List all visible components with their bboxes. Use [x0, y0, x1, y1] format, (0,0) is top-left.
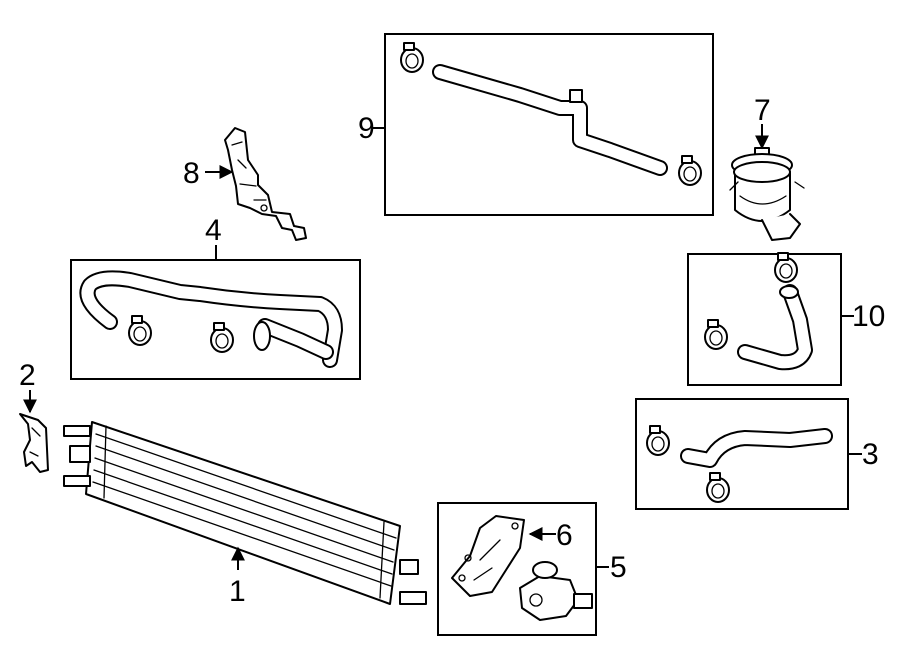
reservoir-mount	[761, 213, 801, 241]
cooler-core	[85, 421, 401, 605]
electric-pump	[519, 575, 579, 621]
callout-6: 6	[556, 519, 573, 552]
hose-9-box	[384, 33, 714, 216]
hose-9-panel: 9	[358, 33, 714, 216]
hose-clamp-icon	[400, 42, 424, 73]
cooler-1: 1	[63, 421, 427, 608]
hose-4-panel: 4	[70, 214, 361, 380]
cooler-pipe	[399, 591, 427, 605]
cooler-pipe	[63, 425, 91, 437]
bracket-6-shape	[451, 515, 525, 597]
cooler-pipe	[63, 475, 91, 487]
hose-fitting	[569, 89, 583, 103]
callout-3: 3	[862, 438, 879, 471]
hose-clamp-icon	[704, 319, 728, 350]
callout-10: 10	[852, 300, 885, 333]
hose-10-panel: 10	[687, 252, 885, 386]
pump-5-box	[437, 502, 597, 636]
callout-4: 4	[205, 214, 222, 247]
hose-clamp-icon	[128, 315, 152, 346]
callout-8: 8	[183, 157, 200, 190]
callout-2: 2	[19, 359, 36, 392]
hose-clamp-icon	[706, 472, 730, 503]
callout-5: 5	[610, 551, 627, 584]
hose-clamp-icon	[774, 252, 798, 283]
hose-10-box	[687, 253, 842, 386]
bracket-2-shape	[19, 413, 49, 473]
hose-clamp-icon	[210, 322, 234, 353]
callout-7: 7	[754, 94, 771, 127]
bracket-8: 8	[183, 127, 307, 241]
hose-clamp-icon	[646, 425, 670, 456]
callout-9: 9	[358, 112, 375, 145]
hose-3-box	[635, 398, 849, 510]
pump-5-panel: 6 5	[437, 502, 627, 636]
hose-clamp-icon	[678, 155, 702, 186]
reservoir-7: 7	[729, 94, 805, 241]
hose-3-panel: 3	[635, 398, 879, 510]
bracket-8-shape	[224, 127, 307, 241]
bracket-2: 2	[19, 359, 49, 473]
callout-1: 1	[229, 575, 246, 608]
